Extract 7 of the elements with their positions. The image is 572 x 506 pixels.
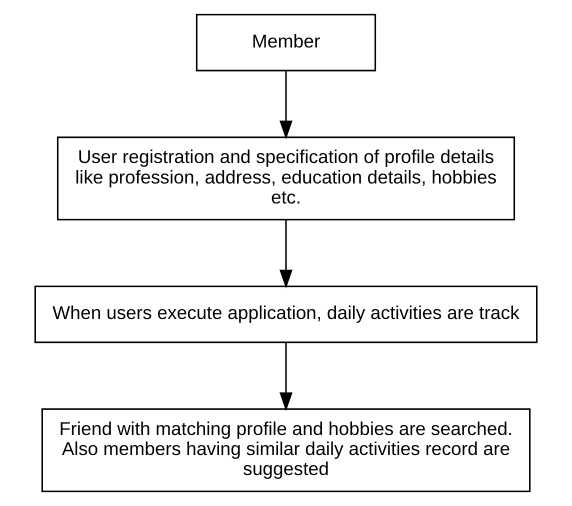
- arrow: [279, 220, 293, 288]
- arrow: [279, 342, 293, 412]
- node-box: When users execute application, daily activities are track: [34, 286, 538, 344]
- node-box: User registration and specification of profile details like profession, address, education details, hobbies etc.: [56, 136, 516, 220]
- node-box: Friend with matching profile and hobbies are searched. Also members having similar daily activities record are suggested: [41, 408, 531, 492]
- node-box: Member: [196, 14, 376, 72]
- arrow: [279, 71, 293, 140]
